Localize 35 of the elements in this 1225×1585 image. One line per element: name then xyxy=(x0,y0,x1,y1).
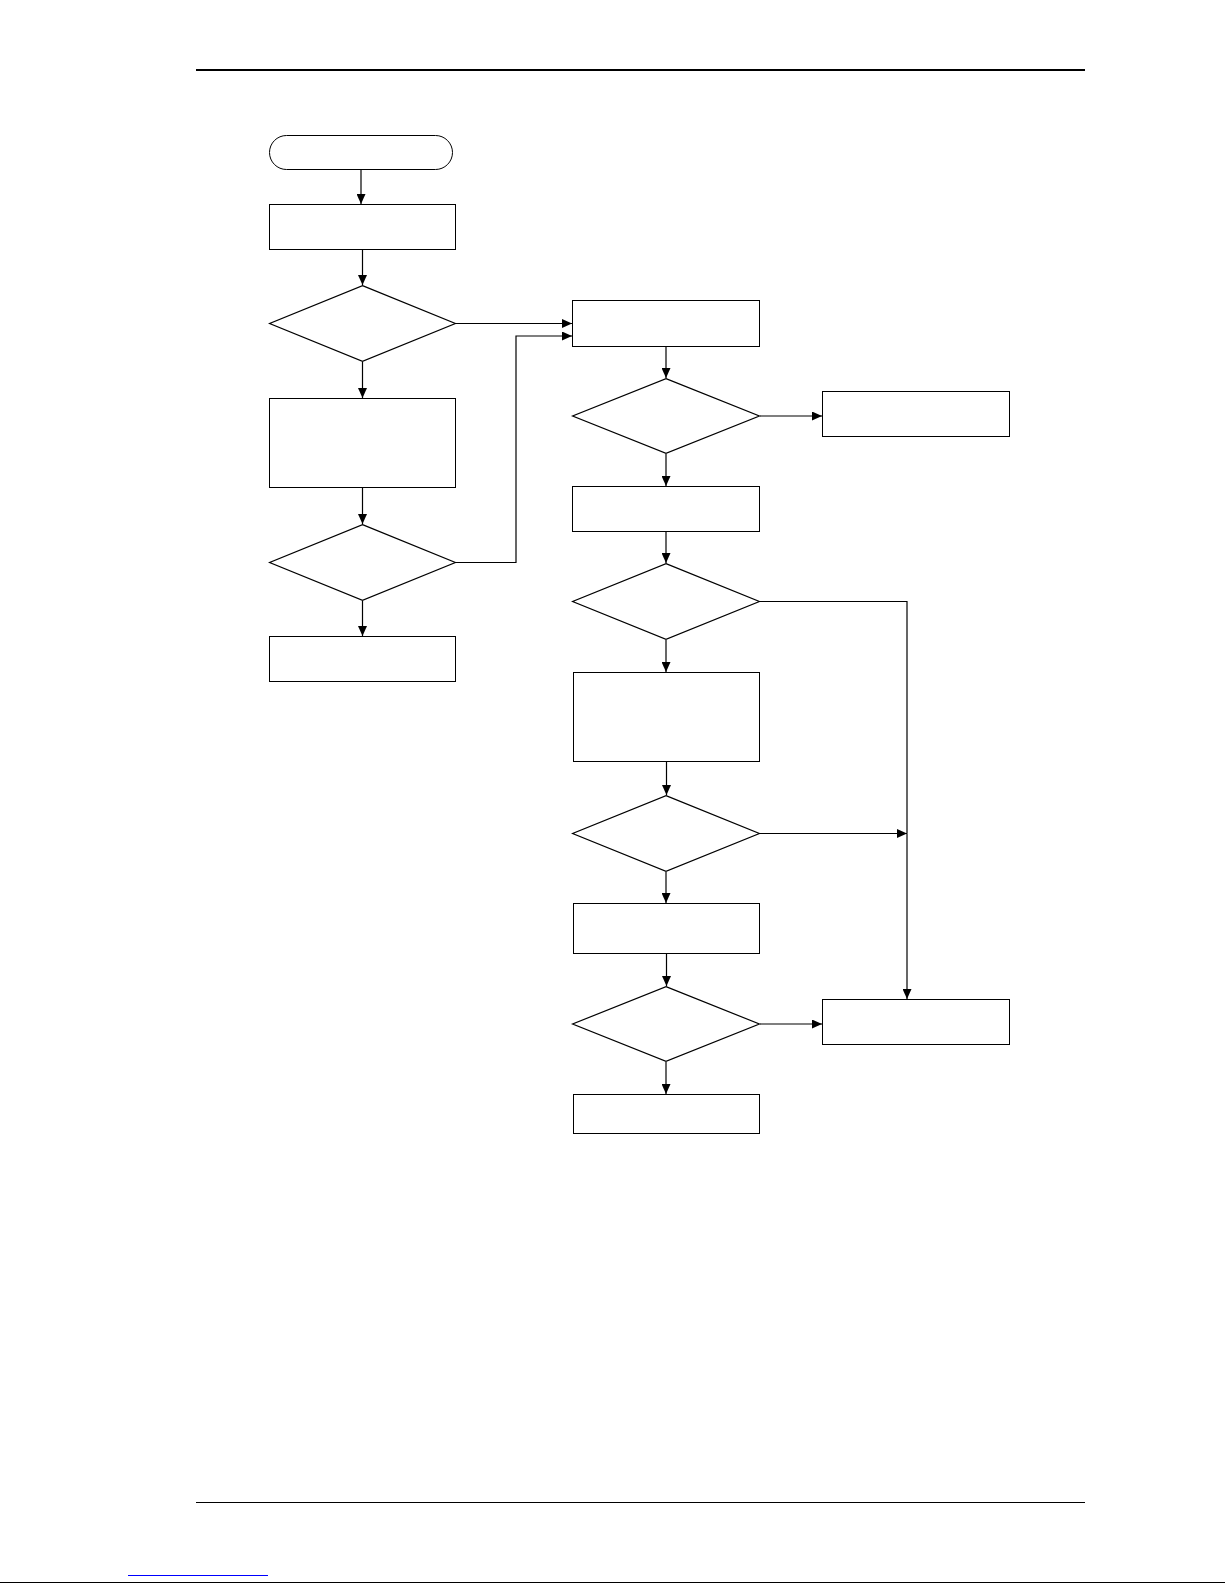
arrow xyxy=(358,249,367,286)
process-box xyxy=(573,672,760,762)
arrow xyxy=(358,600,367,637)
decision-diamond xyxy=(269,524,456,601)
decision-diamond xyxy=(269,285,456,362)
arrow xyxy=(661,871,671,904)
process-box xyxy=(269,636,456,682)
process-box xyxy=(573,1094,760,1134)
decision-diamond xyxy=(572,563,760,640)
arrow xyxy=(356,169,366,205)
process-box xyxy=(572,300,760,347)
arrow xyxy=(661,1061,671,1095)
arrow xyxy=(759,1019,823,1029)
process-box xyxy=(822,999,1010,1045)
arrow xyxy=(455,319,573,328)
connector-line xyxy=(759,600,908,835)
arrow xyxy=(661,531,671,564)
decision-diamond xyxy=(572,795,760,872)
arrow xyxy=(661,346,671,379)
arrow xyxy=(661,639,671,673)
arrow xyxy=(661,453,671,487)
process-box xyxy=(269,398,456,488)
process-box xyxy=(572,486,760,532)
process-box xyxy=(269,204,456,250)
arrow xyxy=(662,761,671,796)
decision-diamond xyxy=(572,986,760,1062)
decision-diamond xyxy=(572,378,760,454)
arrow xyxy=(662,953,671,987)
arrow xyxy=(455,331,573,564)
arrow xyxy=(358,487,367,525)
arrow xyxy=(759,411,823,421)
process-box xyxy=(822,391,1010,437)
terminal-shape xyxy=(269,135,453,170)
arrow xyxy=(358,361,367,399)
process-box xyxy=(573,903,760,954)
